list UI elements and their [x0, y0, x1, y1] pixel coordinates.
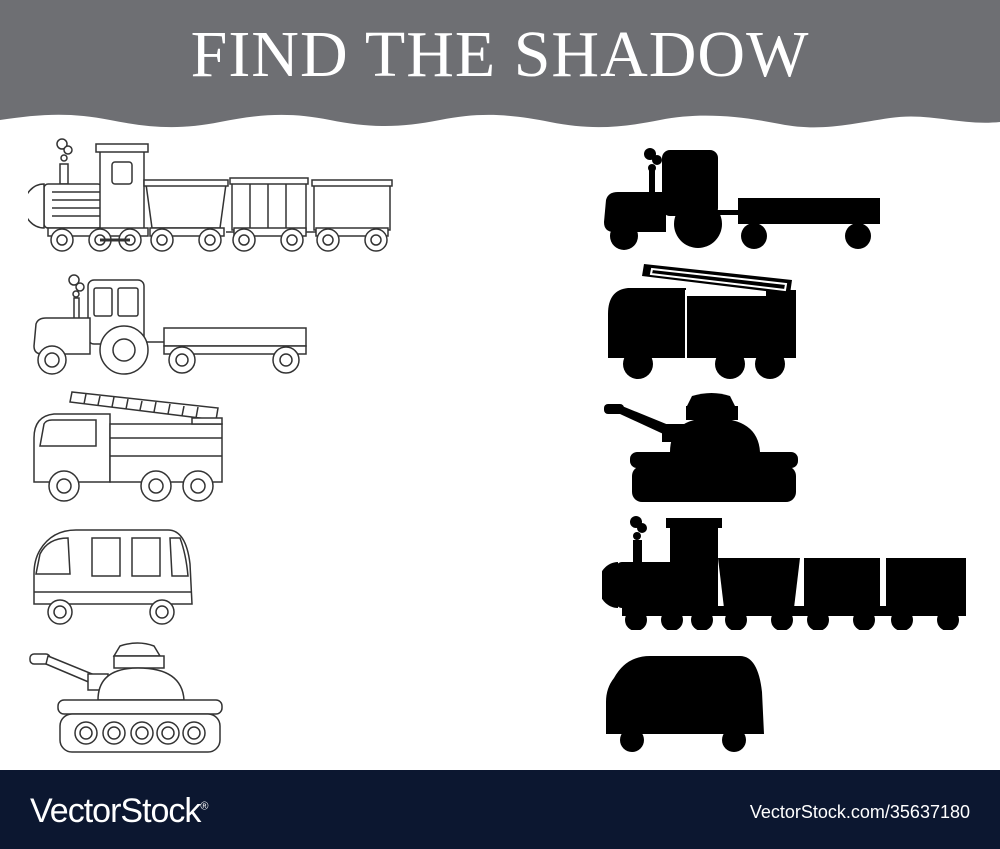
tank-outline-icon[interactable]	[28, 642, 230, 766]
title-banner: FIND THE SHADOW	[0, 0, 1000, 140]
tractor-shadow-icon[interactable]	[602, 144, 884, 252]
trademark-symbol: ®	[200, 800, 209, 813]
image-reference: VectorStock.com/35637180	[749, 802, 970, 822]
puzzle-board	[0, 130, 1000, 770]
bus-outline-icon[interactable]	[30, 524, 198, 630]
brand-logo[interactable]: VectorStock®	[30, 792, 209, 831]
wavy-banner-shape	[0, 0, 1000, 128]
tractor-outline-icon[interactable]	[28, 272, 318, 382]
train-outline-icon[interactable]	[28, 136, 398, 256]
brand-name: VectorStock	[30, 792, 201, 830]
fire-truck-shadow-icon[interactable]	[604, 260, 800, 380]
tank-shadow-icon[interactable]	[602, 392, 802, 504]
fire-truck-outline-icon[interactable]	[28, 388, 228, 506]
page-title: FIND THE SHADOW	[190, 18, 810, 91]
footer-bar: VectorStock® VectorStock.com/35637180	[0, 770, 1000, 849]
train-shadow-icon[interactable]	[602, 514, 968, 630]
bus-shadow-icon[interactable]	[604, 652, 768, 756]
